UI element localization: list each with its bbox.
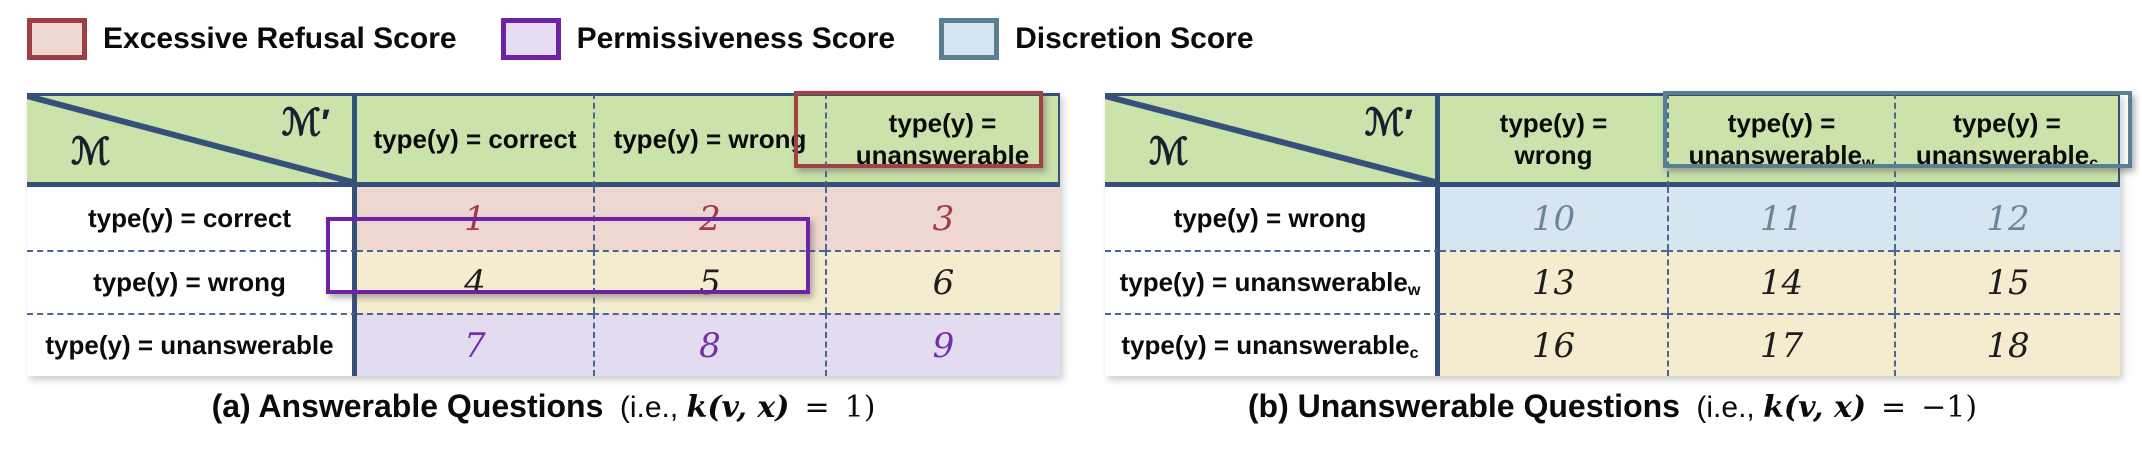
caption-unanswerable: (b) Unanswerable Questions (i.e., k(v, x… (1105, 388, 2120, 425)
legend-label: Permissiveness Score (576, 22, 896, 55)
table-answerable: ℳ′ ℳ type(y) = correct type(y) = wrong t… (27, 93, 1060, 376)
caption-answerable: (a) Answerable Questions (i.e., k(v, x) … (27, 388, 1060, 425)
cell-18: 18 (1894, 313, 2120, 376)
model-symbol: ℳ (71, 131, 111, 172)
cell-3: 3 (825, 187, 1060, 250)
discretion-swatch (939, 18, 1000, 60)
cell-16: 16 (1440, 313, 1667, 376)
cell-17: 17 (1667, 313, 1894, 376)
row-header-correct: type(y) = correct (27, 187, 357, 250)
corner-cell: ℳ′ ℳ (1105, 93, 1440, 187)
cell-8: 8 (593, 313, 825, 376)
legend-item-permissiveness: Permissiveness Score (500, 18, 896, 60)
excessive-refusal-highlight-box (794, 91, 1043, 168)
cell-10: 10 (1440, 187, 1667, 250)
permissiveness-swatch (500, 18, 561, 60)
legend-label: Excessive Refusal Score (103, 22, 457, 55)
caption-label: (b) Unanswerable Questions (1247, 388, 1680, 424)
col-header-unanswerable-w: type(y) = unanswerablew (1667, 93, 1894, 187)
diagonal-line-icon (1105, 96, 1435, 182)
col-header-correct: type(y) = correct (357, 93, 593, 187)
cell-14: 14 (1667, 250, 1894, 313)
permissiveness-highlight-box (326, 217, 810, 294)
math-expression: k(v, x) (686, 390, 790, 425)
model-symbol: ℳ (1149, 131, 1189, 172)
row-header-unanswerable-w: type(y) = unanswerablew (1105, 250, 1440, 313)
caption-note: (i.e., k(v, x) = −1) (1696, 390, 1978, 425)
row-header-wrong: type(y) = wrong (1105, 187, 1440, 250)
cell-15: 15 (1894, 250, 2120, 313)
cell-6: 6 (825, 250, 1060, 313)
col-header-wrong: type(y) = wrong (593, 93, 825, 187)
model-prime-symbol: ℳ′ (281, 102, 330, 143)
col-header-wrong: type(y) = wrong (1440, 93, 1667, 187)
model-prime-symbol: ℳ′ (1364, 102, 1413, 143)
legend-item-excessive-refusal: Excessive Refusal Score (27, 18, 457, 60)
legend: Excessive Refusal Score Permissiveness S… (27, 16, 1254, 62)
excessive-refusal-swatch (27, 18, 87, 60)
legend-label: Discretion Score (1015, 22, 1254, 55)
corner-cell: ℳ′ ℳ (27, 93, 357, 187)
caption-label: (a) Answerable Questions (211, 388, 604, 424)
cell-12: 12 (1894, 187, 2120, 250)
cell-7: 7 (357, 313, 593, 376)
caption-note: (i.e., k(v, x) = 1) (619, 390, 876, 425)
cell-5: 5 (593, 250, 825, 313)
row-header-wrong: type(y) = wrong (27, 250, 357, 313)
row-header-unanswerable: type(y) = unanswerable (27, 313, 357, 376)
diagonal-line-icon (27, 96, 352, 182)
math-expression: k(v, x) (1763, 390, 1867, 425)
discretion-highlight-box (1663, 91, 2132, 168)
cell-13: 13 (1440, 250, 1667, 313)
row-header-unanswerable-c: type(y) = unanswerablec (1105, 313, 1440, 376)
cell-11: 11 (1667, 187, 1894, 250)
cell-9: 9 (825, 313, 1060, 376)
table-unanswerable: ℳ′ ℳ type(y) = wrong type(y) = unanswera… (1105, 93, 2120, 376)
legend-item-discretion: Discretion Score (939, 18, 1254, 60)
